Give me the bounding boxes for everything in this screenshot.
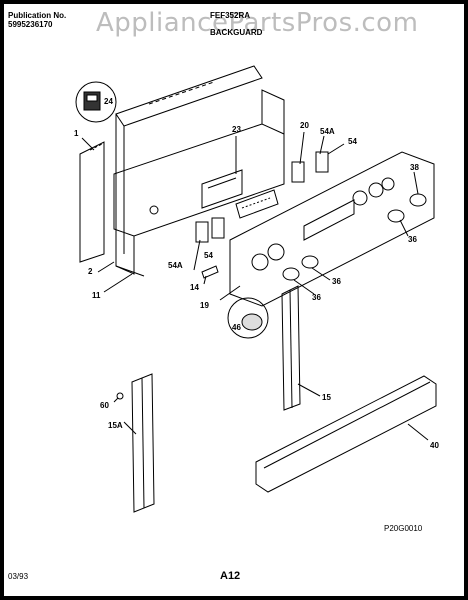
callout-38: 38 (410, 163, 419, 172)
backguard-rear-panel (115, 114, 145, 277)
publication-number: 5995236170 (8, 20, 53, 29)
callout-labels: 24 1 23 20 54A 54 38 36 54A 54 2 11 14 1… (74, 97, 439, 450)
callout-36-left: 36 (312, 293, 321, 302)
callout-54-lower: 54 (204, 251, 213, 260)
callout-15: 15 (322, 393, 331, 402)
callout-11: 11 (92, 291, 101, 300)
figure-code: P20G0010 (384, 524, 423, 533)
knob-46 (241, 313, 263, 331)
control-module-part (235, 189, 279, 219)
backguard-top-edge (115, 65, 263, 127)
panel-knob-5 (267, 243, 285, 261)
rocker-switch-face (86, 94, 98, 102)
callout-15a: 15A (108, 421, 123, 430)
callout-20: 20 (300, 121, 309, 130)
panel-knob-3 (381, 177, 395, 191)
model-number: FEF352RA (210, 11, 251, 20)
callout-46: 46 (232, 323, 241, 332)
knob-inset-circle (227, 297, 269, 339)
callout-54a-lower: 54A (168, 261, 183, 270)
callout-36-right: 36 (408, 235, 417, 244)
backguard-body (113, 123, 285, 237)
callout-40: 40 (430, 441, 439, 450)
callout-14: 14 (190, 283, 199, 292)
callout-19: 19 (200, 301, 209, 310)
side-trim-15 (281, 285, 301, 411)
callout-23: 23 (232, 125, 241, 134)
callout-1: 1 (74, 129, 79, 138)
panel-knob-4 (251, 253, 269, 271)
knob-36-center (301, 255, 319, 269)
knob-36-left (282, 267, 300, 281)
knob-38 (409, 193, 427, 207)
callout-24: 24 (104, 97, 113, 106)
side-panel-part (79, 141, 105, 263)
side-trim-15a (131, 373, 155, 513)
clip-part (201, 265, 219, 279)
panel-knob-2 (368, 182, 384, 198)
display-window (303, 199, 355, 241)
screw-60 (116, 392, 124, 400)
knob-36-right (387, 209, 405, 223)
panel-knob-1 (352, 190, 368, 206)
publication-label: Publication No. (8, 11, 67, 20)
bracket-part (201, 169, 243, 209)
mounting-hole (149, 205, 159, 215)
diagram-sheet: AppliancePartsPros.com Publication No. 5… (4, 4, 464, 596)
exploded-parts-diagram: 24 1 23 20 54A 54 38 36 54A 54 2 11 14 1… (74, 65, 439, 513)
page-number: A12 (220, 570, 241, 582)
revision-date: 03/93 (8, 572, 29, 581)
switch-54a-top (291, 161, 305, 183)
watermark-text: AppliancePartsPros.com (96, 8, 419, 38)
callout-36-center: 36 (332, 277, 341, 286)
callout-2: 2 (88, 267, 93, 276)
callout-54-top: 54 (348, 137, 357, 146)
switch-54a-lower (195, 221, 209, 243)
callout-54a-top: 54A (320, 127, 335, 136)
switch-54-lower (211, 217, 225, 239)
switch-54-top (315, 151, 329, 173)
section-title: BACKGUARD (210, 28, 263, 37)
callout-60: 60 (100, 401, 109, 410)
switch-inset-circle (75, 81, 117, 123)
